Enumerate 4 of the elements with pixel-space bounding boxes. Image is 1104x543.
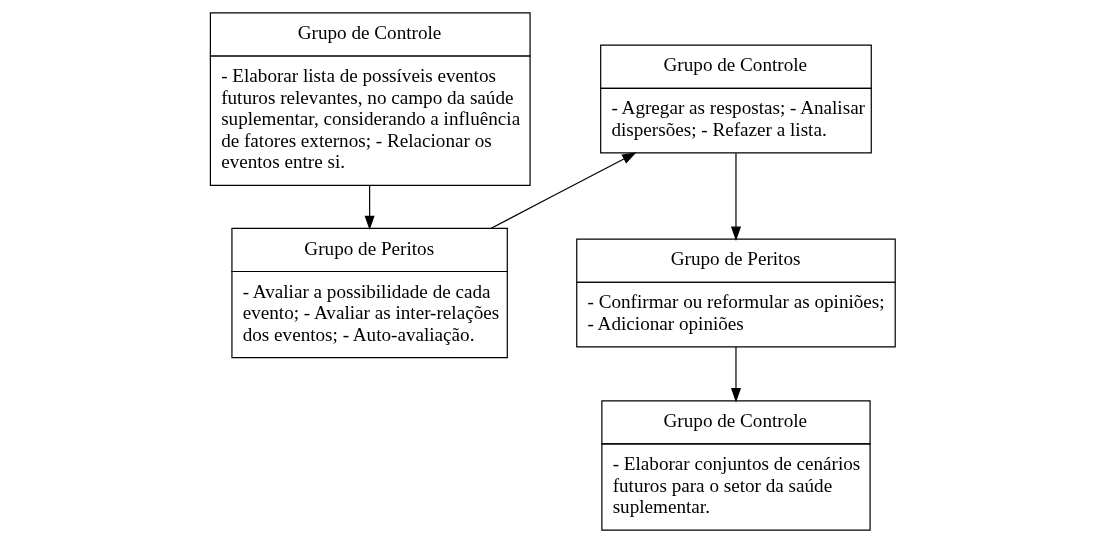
arrow <box>490 152 636 229</box>
arrow <box>364 184 375 231</box>
arrow <box>730 346 741 403</box>
arrow <box>730 152 741 241</box>
